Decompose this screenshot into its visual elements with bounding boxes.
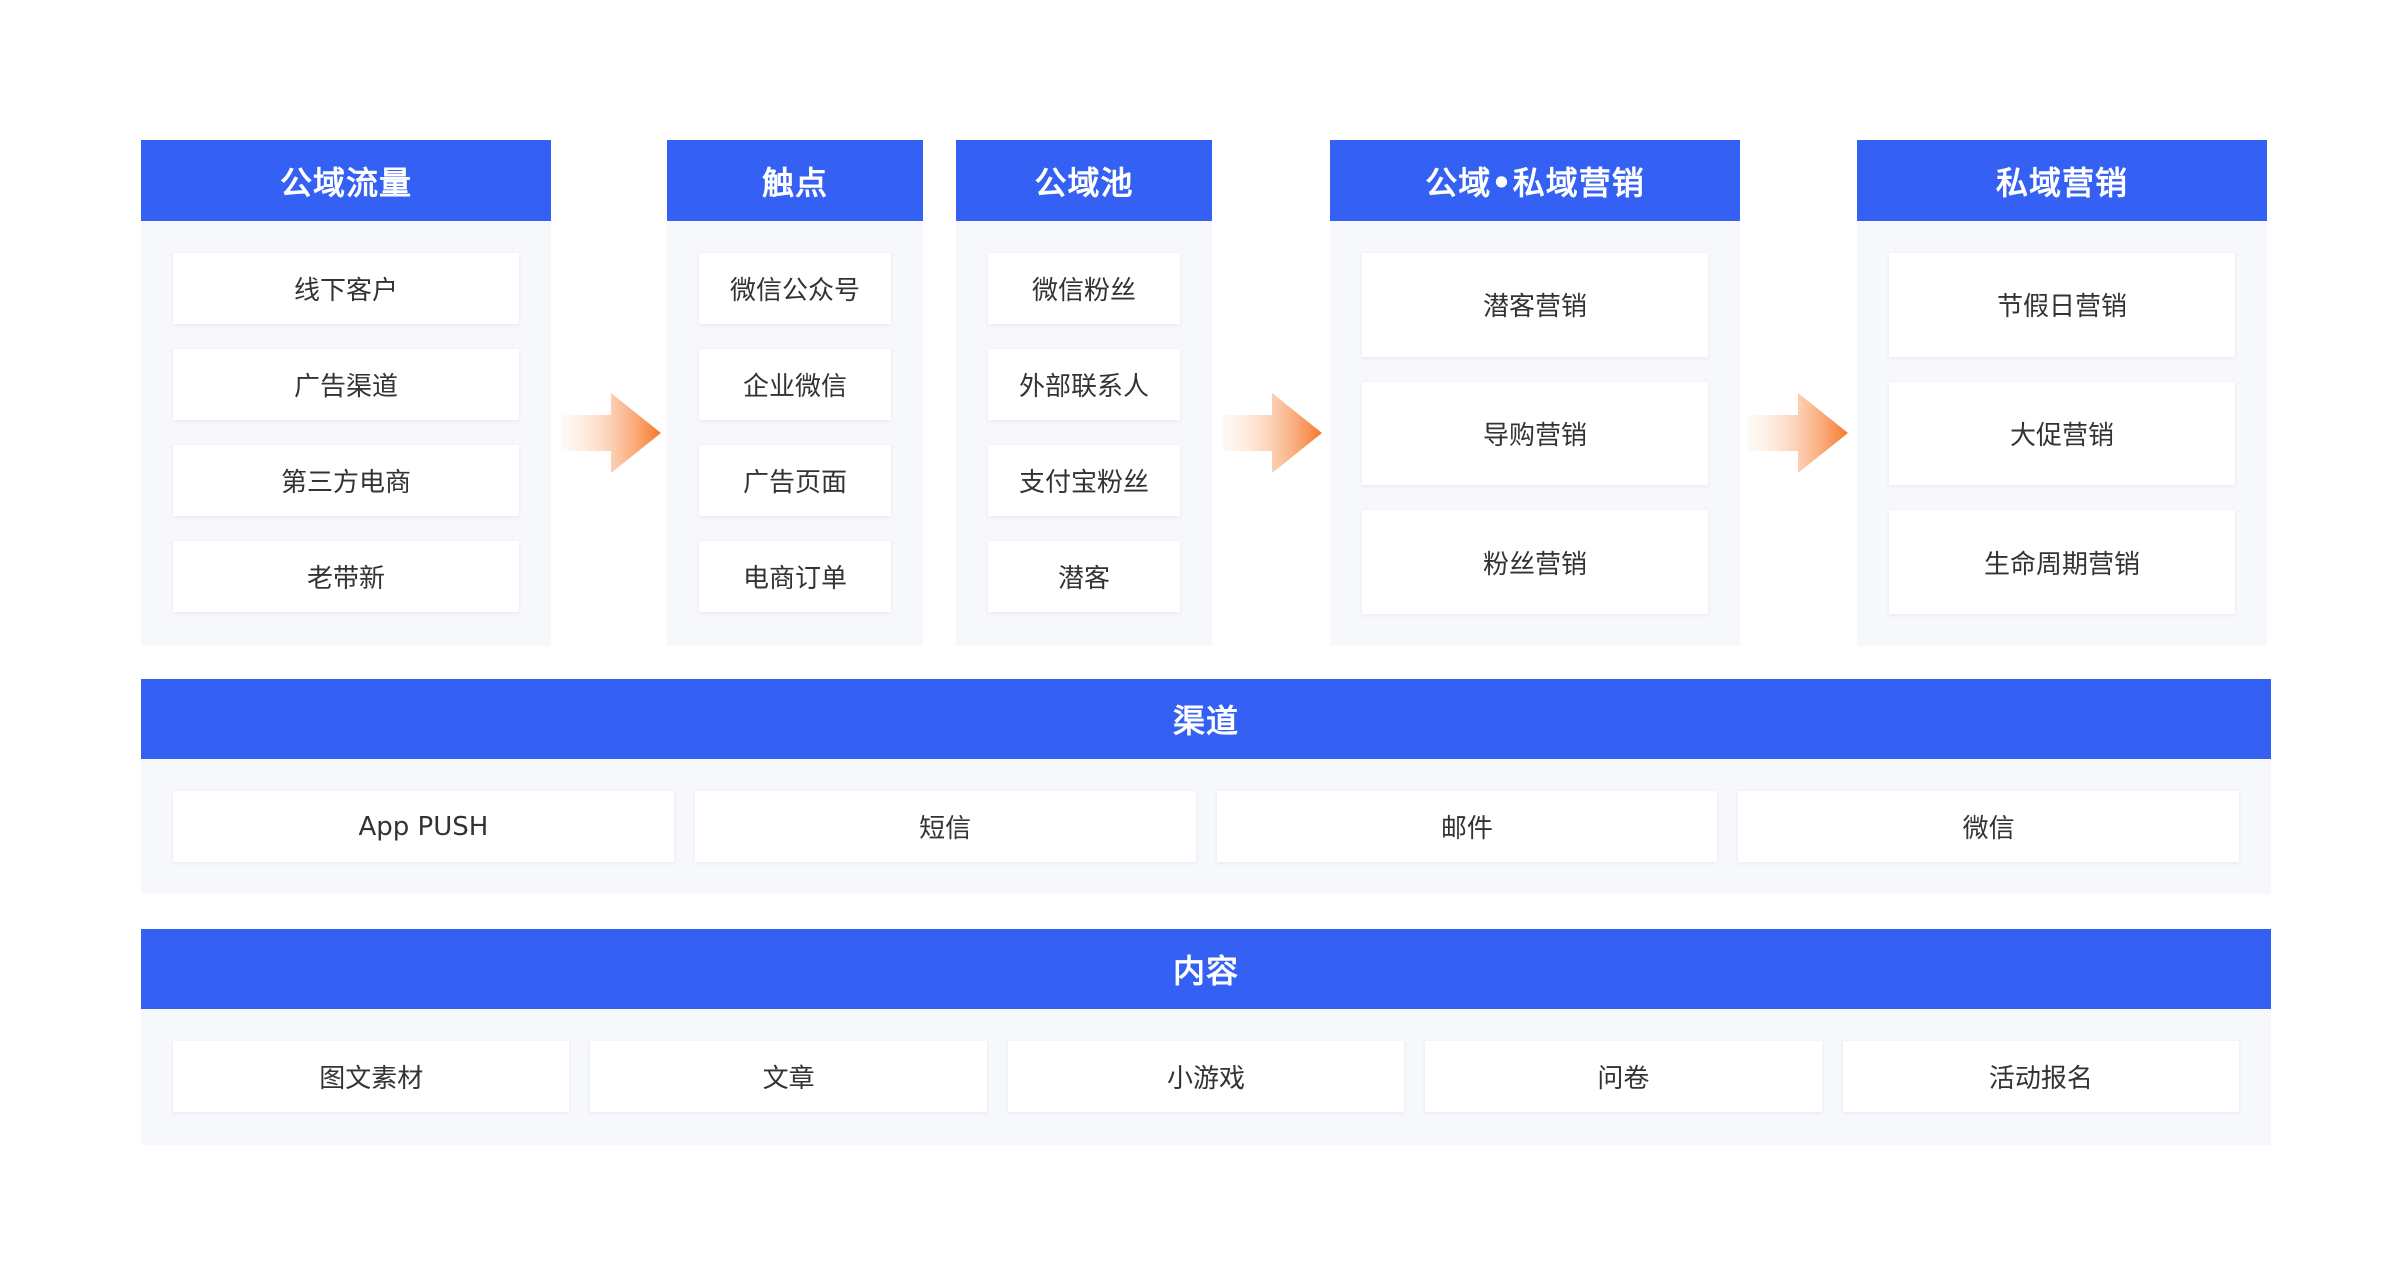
- list-item: 支付宝粉丝: [988, 445, 1180, 516]
- list-item: 邮件: [1216, 791, 1718, 862]
- list-item: 电商订单: [699, 541, 891, 612]
- list-item: 广告渠道: [173, 349, 519, 420]
- flow-arrow-icon: [1748, 393, 1848, 473]
- column-item-list: 潜客营销 导购营销 粉丝营销: [1362, 253, 1708, 615]
- list-item: 微信: [1738, 791, 2239, 862]
- list-item: 外部联系人: [988, 349, 1180, 420]
- flow-arrow-icon: [1222, 393, 1322, 473]
- list-item: 微信公众号: [699, 253, 891, 324]
- list-item: 广告页面: [699, 445, 891, 516]
- channel-item-list: App PUSH 短信 邮件 微信: [173, 791, 2239, 862]
- column-header: 公域池: [956, 140, 1212, 221]
- content-section: 内容 图文素材 文章 小游戏 问卷 活动报名: [141, 929, 2271, 1145]
- list-item: 问卷: [1425, 1041, 1822, 1112]
- list-item: 文章: [590, 1041, 987, 1112]
- column-private-marketing: 私域营销 节假日营销 大促营销 生命周期营销: [1857, 140, 2267, 646]
- list-item: 线下客户: [173, 253, 519, 324]
- channels-section: 渠道 App PUSH 短信 邮件 微信: [141, 679, 2271, 894]
- flow-arrow-icon: [561, 393, 661, 473]
- list-item: 潜客营销: [1362, 253, 1708, 357]
- column-item-list: 微信粉丝 外部联系人 支付宝粉丝 潜客: [988, 253, 1180, 614]
- column-header: 触点: [667, 140, 923, 221]
- list-item: 生命周期营销: [1889, 510, 2235, 615]
- list-item: 小游戏: [1007, 1041, 1405, 1112]
- list-item: 活动报名: [1842, 1041, 2240, 1112]
- list-item: 节假日营销: [1889, 253, 2235, 357]
- list-item: 老带新: [173, 541, 519, 612]
- column-touchpoints: 触点 微信公众号 企业微信 广告页面 电商订单: [667, 140, 923, 646]
- list-item: 导购营销: [1362, 381, 1708, 486]
- column-item-list: 线下客户 广告渠道 第三方电商 老带新: [173, 253, 519, 614]
- list-item: 企业微信: [699, 349, 891, 420]
- column-public-pool: 公域池 微信粉丝 外部联系人 支付宝粉丝 潜客: [956, 140, 1212, 646]
- content-item-list: 图文素材 文章 小游戏 问卷 活动报名: [173, 1041, 2240, 1112]
- column-header: 私域营销: [1857, 140, 2267, 221]
- list-item: 第三方电商: [173, 445, 519, 516]
- column-header: 公域流量: [141, 140, 551, 221]
- section-header: 渠道: [141, 679, 2271, 759]
- list-item: 短信: [694, 791, 1196, 862]
- column-header: 公域•私域营销: [1330, 140, 1740, 221]
- list-item: 图文素材: [173, 1041, 570, 1112]
- list-item: 潜客: [988, 541, 1180, 612]
- column-item-list: 微信公众号 企业微信 广告页面 电商订单: [699, 253, 891, 614]
- column-item-list: 节假日营销 大促营销 生命周期营销: [1889, 253, 2235, 615]
- column-public-private-marketing: 公域•私域营销 潜客营销 导购营销 粉丝营销: [1330, 140, 1740, 646]
- section-header: 内容: [141, 929, 2271, 1009]
- list-item: App PUSH: [173, 791, 674, 862]
- list-item: 大促营销: [1889, 381, 2235, 486]
- column-public-traffic: 公域流量 线下客户 广告渠道 第三方电商 老带新: [141, 140, 551, 646]
- list-item: 微信粉丝: [988, 253, 1180, 324]
- list-item: 粉丝营销: [1362, 510, 1708, 615]
